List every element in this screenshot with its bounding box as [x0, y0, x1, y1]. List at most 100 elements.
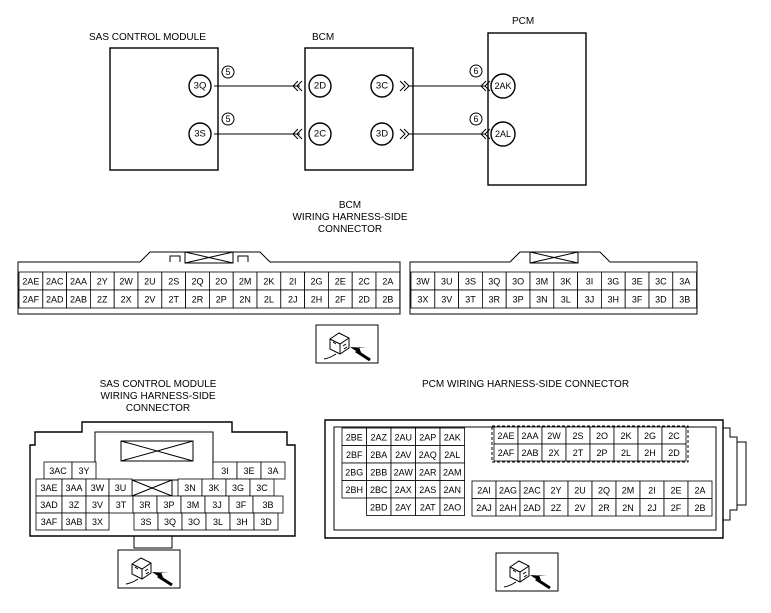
bcm-right-pin-label: 3U: [441, 277, 453, 287]
bcm-right-pin-label: 3S: [465, 277, 476, 287]
bcm-pin: 2C: [314, 129, 326, 140]
pcm-left-pin-label: 2BE: [346, 432, 363, 442]
sas-pin-label: 3Q: [164, 517, 176, 527]
sas-pin-label: 3H: [236, 517, 248, 527]
pcm-top-pin-label: 2C: [668, 431, 680, 441]
pcm-left-pin-label: 2AY: [395, 502, 411, 512]
pcm-bottom-pin-label: 2E: [670, 485, 681, 495]
sas-pin-label: 3Y: [78, 466, 89, 476]
bcm-module-box: [304, 47, 414, 171]
pcm-pin: 2AK: [494, 81, 511, 91]
pcm-bottom-pin-label: 2V: [574, 503, 585, 513]
bcm-right-pin-label: 3I: [586, 277, 594, 287]
pcm-module-box: [487, 32, 587, 186]
pcm-connector-title: PCM WIRING HARNESS-SIDE CONNECTOR: [422, 379, 629, 390]
plug-icon: [116, 548, 182, 590]
bcm-left-pin-label: 2AC: [46, 277, 64, 287]
sas-pin-label: 3AC: [49, 466, 67, 476]
sas-pin-label: 3G: [232, 483, 244, 493]
pcm-left-pin-label: 2AZ: [370, 432, 387, 442]
sas-pin-label: 3AB: [65, 517, 82, 527]
bcm-left-pin-label: 2AF: [23, 295, 40, 305]
pcm-top-pin-label: 2T: [573, 448, 584, 458]
sas-pin: 3Q: [194, 81, 207, 92]
sas-pin-label: 3AE: [40, 483, 57, 493]
sas-pin-label: 3X: [92, 517, 103, 527]
sas-pin-label: 3J: [212, 500, 222, 510]
pcm-left-pin-label: 2BA: [370, 450, 387, 460]
pcm-pin: 2AL: [495, 129, 511, 139]
bcm-right-pin-label: 3D: [655, 295, 667, 305]
bcm-left-pin-label: 2Y: [97, 277, 108, 287]
bcm-left-pin-label: 2M: [239, 277, 252, 287]
pcm-left-pin-label: 2AL: [444, 450, 460, 460]
bcm-left-pin-label: 2H: [311, 295, 323, 305]
sas-pin-label: 3L: [213, 517, 223, 527]
bcm-left-pin-label: 2Z: [97, 295, 108, 305]
sas-pin-label: 3M: [187, 500, 200, 510]
sas-pin-label: 3D: [260, 517, 272, 527]
pcm-bottom-pin-label: 2Y: [550, 485, 561, 495]
pcm-left-pin-label: 2BC: [370, 485, 388, 495]
bcm-right-pin-label: 3C: [655, 277, 667, 287]
sas-pin-label: 3I: [221, 466, 229, 476]
bcm-right-pin-label: 3N: [536, 295, 548, 305]
pcm-bottom-pin-label: 2AC: [523, 485, 541, 495]
bcm-right-pin-label: 3X: [417, 295, 428, 305]
pcm-top-pin-label: 2O: [596, 431, 608, 441]
bcm-connector-title: WIRING HARNESS-SIDE: [292, 212, 407, 223]
wire-number: 6: [473, 114, 478, 124]
bcm-right-pin-label: 3B: [679, 295, 690, 305]
bcm-left-pin-label: 2J: [288, 295, 298, 305]
pcm-top-pin-label: 2D: [668, 448, 680, 458]
bcm-right-pin-label: 3R: [489, 295, 501, 305]
bcm-right-pin-label: 3M: [536, 277, 549, 287]
bcm-pin: 2D: [314, 81, 326, 92]
pcm-bottom-pin-label: 2AD: [523, 503, 541, 513]
bcm-right-pin-label: 3J: [585, 295, 595, 305]
pcm-bottom-pin-label: 2Q: [598, 485, 610, 495]
sas-pin-label: 3Z: [69, 500, 80, 510]
bcm-connector-title: CONNECTOR: [318, 224, 382, 235]
sas-connector-title: SAS CONTROL MODULE: [100, 379, 217, 390]
bcm-connector-title: BCM: [339, 200, 361, 211]
bcm-left-pin-label: 2T: [168, 295, 179, 305]
pcm-left-pin-label: 2AS: [419, 485, 436, 495]
bcm-right-pin-label: 3L: [561, 295, 571, 305]
sas-pin-label: 3AA: [65, 483, 82, 493]
bcm-left-pin-label: 2I: [289, 277, 297, 287]
bcm-pin: 3C: [376, 81, 388, 92]
pcm-top-pin-label: 2P: [596, 448, 607, 458]
bcm-right-cell: [672, 289, 697, 309]
sas-pin-label: 3S: [140, 517, 151, 527]
sas-pin-label: 3V: [92, 500, 103, 510]
pcm-left-pin-label: 2AW: [394, 467, 414, 477]
pcm-left-cell: [439, 497, 465, 516]
wire-number: 5: [225, 114, 230, 124]
pcm-connector: PCM WIRING HARNESS-SIDE CONNECTOR 2BE 2AZ…: [324, 379, 747, 539]
pcm-top-pin-label: 2L: [621, 448, 631, 458]
pcm-left-pin-label: 2AX: [395, 485, 412, 495]
sas-pin-label: 3AD: [40, 500, 58, 510]
sas-pin-label: 3A: [267, 466, 278, 476]
wire-number: 6: [473, 66, 478, 76]
pcm-left-pin-label: 2AQ: [419, 450, 437, 460]
sas-cell: [85, 512, 110, 531]
sas-pin-label: 3O: [188, 517, 200, 527]
sas-connector: SAS CONTROL MODULE WIRING HARNESS-SIDE C…: [29, 379, 296, 549]
bcm-left-pin-label: 2V: [144, 295, 155, 305]
pcm-left-pin-label: 2BG: [345, 467, 363, 477]
pcm-bottom-pin-label: 2B: [694, 503, 705, 513]
bcm-left-pin-label: 2L: [264, 295, 274, 305]
sas-module-label: SAS CONTROL MODULE: [89, 32, 206, 43]
pcm-bottom-pin-label: 2AI: [477, 485, 491, 495]
pcm-left-pin-label: 2AU: [394, 432, 412, 442]
bcm-right-pin-label: 3A: [679, 277, 690, 287]
sas-pin-label: 3N: [184, 483, 196, 493]
sas-connector-title: CONNECTOR: [126, 403, 190, 414]
pcm-top-cell: [661, 443, 687, 462]
pcm-left-pin-label: 2BH: [345, 485, 363, 495]
pcm-top-pin-label: 2X: [548, 448, 559, 458]
sas-pin-label: 3C: [256, 483, 268, 493]
